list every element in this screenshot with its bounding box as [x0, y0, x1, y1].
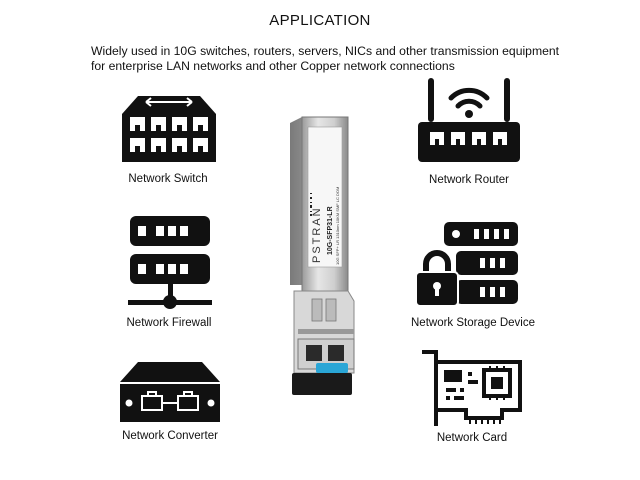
- network-converter-icon: [120, 362, 220, 422]
- description-text: Widely used in 10G switches, routers, se…: [91, 44, 560, 73]
- module-model: 10G-SFP31-LR: [327, 206, 334, 255]
- network-router-label: Network Router: [429, 174, 509, 186]
- network-router-icon: [418, 78, 520, 162]
- network-card-label: Network Card: [436, 432, 508, 444]
- module-pull-tab: [316, 363, 348, 373]
- module-barcode: [310, 193, 312, 216]
- sfp-module-image: PSTRAN 10G-SFP31-LR 10G SFP+ LR 1310nm 1…: [290, 116, 355, 395]
- network-storage-label: Network Storage Device: [411, 317, 535, 329]
- network-firewall-icon: [128, 216, 212, 309]
- module-spec: 10G SFP+ LR 1310nm 10KM SMF LC DOM: [335, 187, 340, 265]
- network-storage-icon: [415, 222, 518, 307]
- page-title: APPLICATION: [269, 12, 371, 29]
- network-converter-label: Network Converter: [122, 430, 218, 442]
- network-card-icon: [422, 350, 522, 426]
- network-firewall-label: Network Firewall: [126, 317, 212, 329]
- network-switch-icon: [122, 96, 216, 162]
- module-brand: PSTRAN: [311, 206, 323, 263]
- sfp-module: PSTRAN 10G-SFP31-LR 10G SFP+ LR 1310nm 1…: [268, 115, 368, 405]
- network-switch-label: Network Switch: [128, 173, 208, 185]
